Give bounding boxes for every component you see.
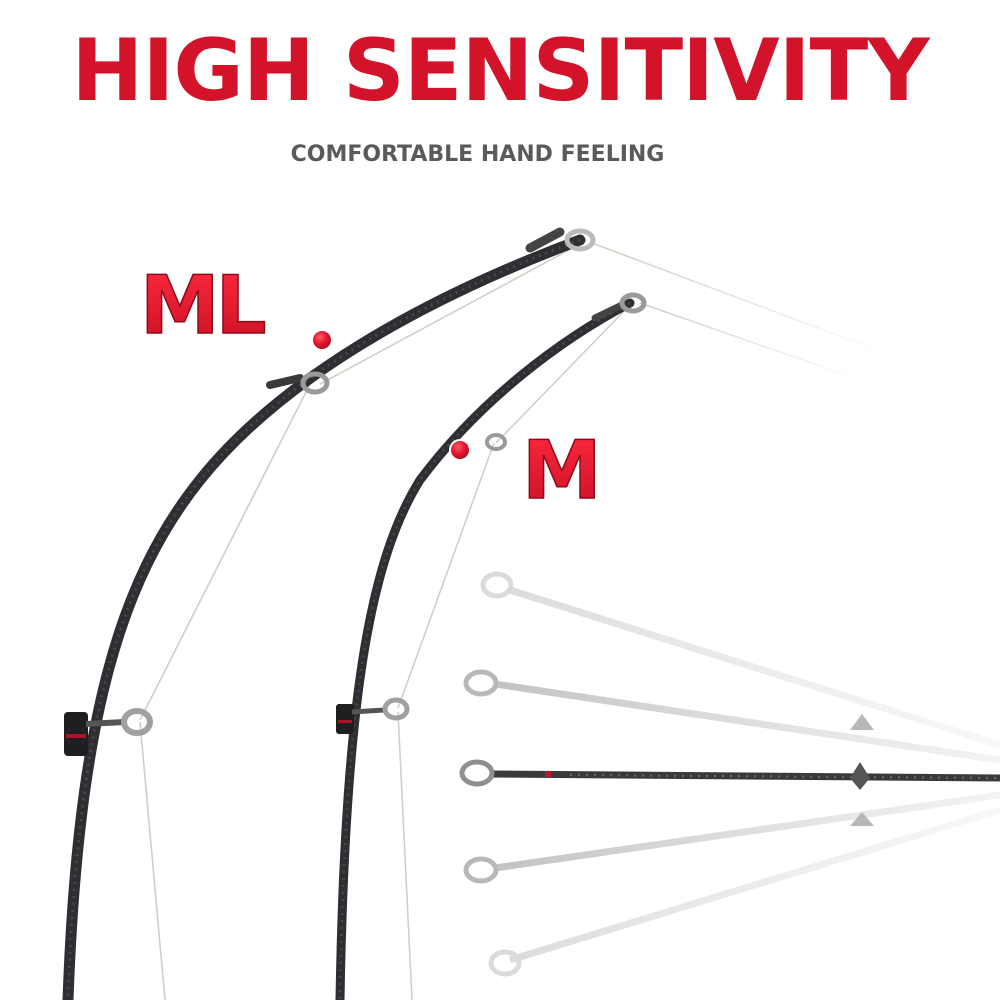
rod-tip [459,759,1000,790]
m-fishing-line [397,302,861,1000]
m-guide-icon [336,697,410,734]
vibrating-rod-tips [459,571,1000,977]
ml-guide-icon [64,708,153,756]
m-tip-guide-icon [591,292,647,322]
ml-sensitivity-dot [311,329,333,351]
ml-fishing-line [139,242,891,1000]
ml-guide-icon [266,371,330,395]
ghost-rod-tip [463,669,1000,764]
ml-rod [62,234,586,1000]
headline: HIGH SENSITIVITY [71,21,929,121]
ghost-rod-tip [488,806,1000,977]
ml-tip-guide-icon [525,227,596,253]
ml-power-label: ML [140,259,265,352]
m-rod [335,298,635,1000]
m-sensitivity-dot [449,439,471,461]
m-guide-icon [485,433,507,451]
subheadline: COMFORTABLE HAND FEELING [290,142,665,167]
ghost-rod-tip [480,571,1000,749]
m-power-label: M [522,424,602,517]
ghost-rod-tip [463,791,1000,884]
